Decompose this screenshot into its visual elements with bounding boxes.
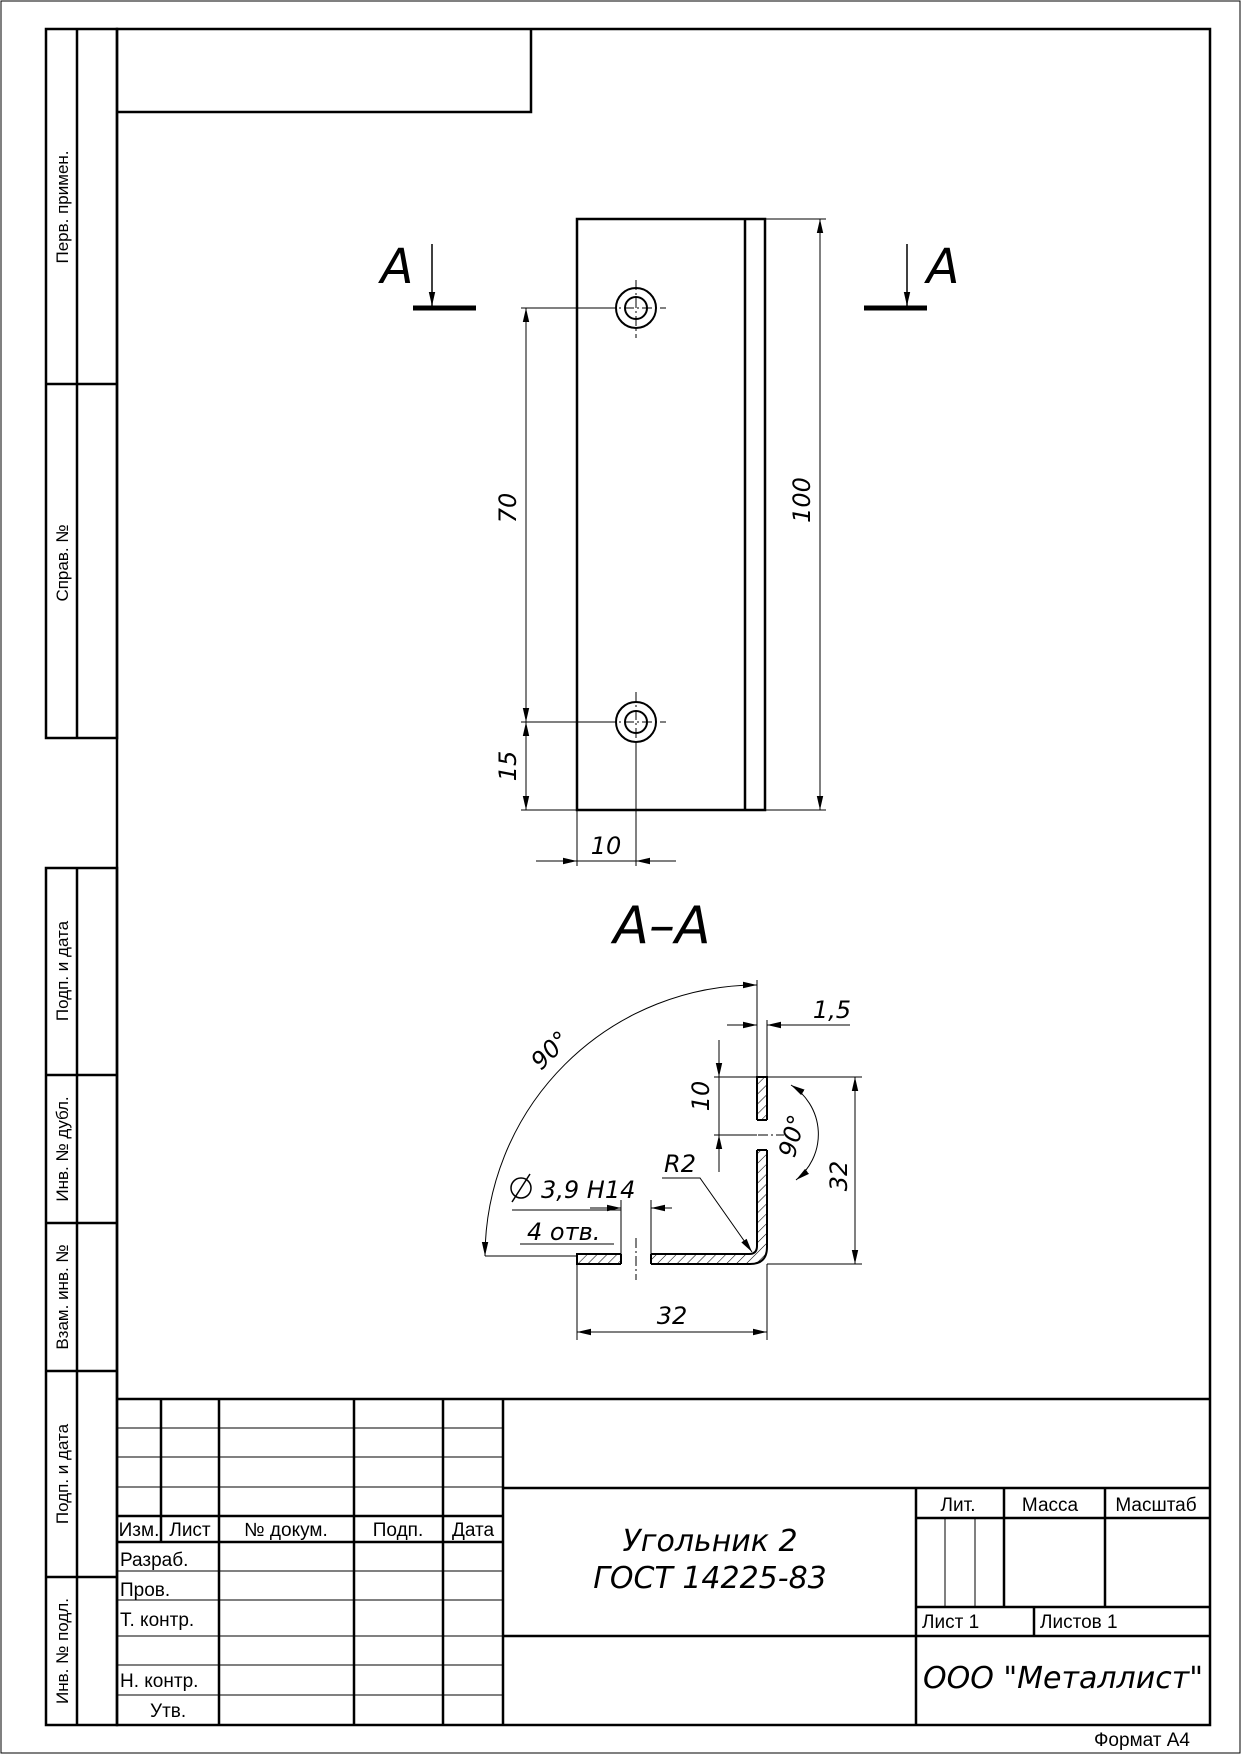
dim-100: 100 (788, 477, 816, 523)
dim-angle-outer: 90° (525, 1025, 575, 1075)
side-stamp-upper (44, 27, 119, 740)
stamp-perv-primen: Перв. примен. (53, 150, 72, 263)
tb-organization: ООО "Металлист" (923, 1661, 1203, 1696)
dim-holes-count: 4 отв. (527, 1218, 600, 1246)
tb-header-data: Дата (452, 1520, 495, 1541)
dim-32-vertical: 32 (825, 1161, 853, 1192)
dim-angle-inner: 90° (773, 1112, 811, 1160)
tb-lit: Лит. (941, 1495, 976, 1516)
side-stamp-lower (44, 866, 119, 1727)
section-mark-left: А (378, 239, 414, 295)
dim-arc-90-outer (481, 981, 758, 1257)
dim-10-bottom: 10 (591, 832, 622, 860)
tb-role-utv: Утв. (150, 1701, 186, 1722)
section-mark-right-group: А (864, 239, 960, 311)
part-outline (575, 217, 767, 812)
stamp-inv-no-podl: Инв. № подл. (53, 1598, 72, 1704)
front-view: 70 100 15 10 (494, 217, 826, 866)
tb-designation-line1: Угольник 2 (622, 1524, 797, 1559)
section-mark-right: А (924, 239, 960, 295)
dim-hole: 3,9 H14 (541, 1176, 635, 1204)
stamp-sprav-no: Справ. № (53, 524, 72, 601)
tb-role-n-kontr: Н. контр. (120, 1671, 198, 1692)
tb-sheet: Лист 1 (922, 1612, 979, 1633)
tb-masshtab: Масштаб (1115, 1495, 1196, 1516)
diameter-symbol (510, 1173, 532, 1203)
main-frame (115, 27, 1212, 1727)
tb-role-t-kontr: Т. контр. (120, 1610, 194, 1631)
tb-format: Формат А4 (1094, 1730, 1190, 1751)
tb-role-razrab: Разраб. (120, 1550, 188, 1571)
tb-header-podp: Подп. (373, 1520, 423, 1541)
tb-sheets: Листов 1 (1040, 1612, 1118, 1633)
stamp-inv-no-dubl: Инв. № дубл. (53, 1096, 72, 1201)
dim-arc-90-inner (790, 1084, 819, 1181)
tb-designation-line2: ГОСТ 14225-83 (593, 1561, 827, 1596)
section-view: 1,5 10 90° 90° R2 3,9 H14 4 отв. 32 32 (481, 980, 862, 1340)
dim-10-vertical: 10 (687, 1081, 715, 1112)
stamp-vzam-inv-no: Взам. инв. № (53, 1244, 72, 1349)
stamp-podp-data-1: Подп. и дата (53, 920, 72, 1021)
dim-70: 70 (494, 493, 522, 524)
tb-header-no-dokum: № докум. (244, 1520, 327, 1541)
stamp-podp-data-2: Подп. и дата (53, 1423, 72, 1524)
dim-32-horizontal: 32 (657, 1302, 688, 1330)
top-left-box (117, 29, 533, 114)
r2-leader (662, 1177, 753, 1253)
dim-r2: R2 (664, 1150, 696, 1178)
tb-massa: Масса (1022, 1495, 1079, 1516)
tb-role-prov: Пров. (120, 1580, 170, 1601)
dim-1-5: 1,5 (813, 996, 851, 1024)
title-block-grid (117, 1397, 1210, 1725)
tb-header-izm: Изм. (119, 1520, 160, 1541)
hole-top (606, 280, 666, 338)
section-mark-left-group: А (378, 239, 476, 311)
dim-15: 15 (494, 751, 522, 782)
tb-header-list: Лист (169, 1520, 211, 1541)
section-title: А–А (610, 896, 710, 956)
